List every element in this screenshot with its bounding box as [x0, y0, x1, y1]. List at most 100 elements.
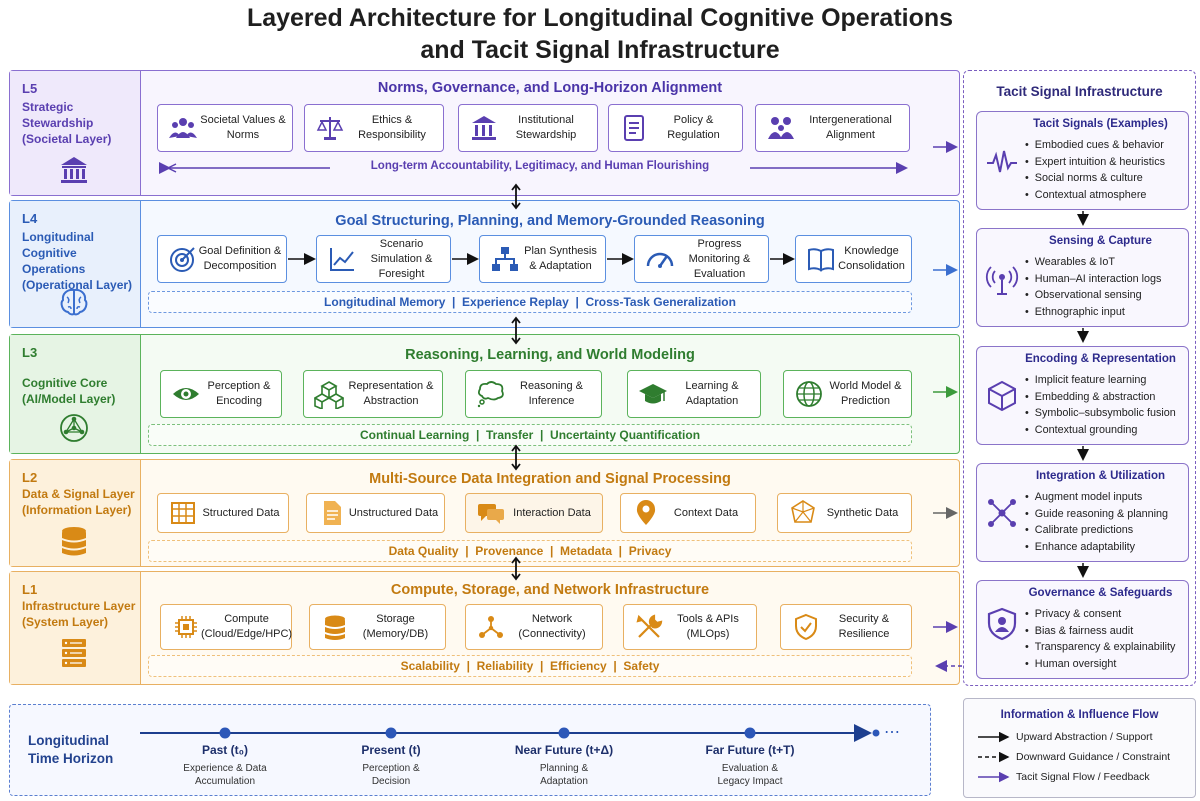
- tools-icon: [636, 614, 663, 638]
- legend-item-upward: Upward Abstraction / Support: [1016, 731, 1153, 743]
- box-label: Knowledge Consolidation: [838, 245, 905, 272]
- family-icon: [768, 117, 794, 139]
- list-item: Contextual grounding: [1025, 422, 1176, 439]
- table-icon: [171, 502, 195, 524]
- title-line-2: and Tacit Signal Infrastructure: [420, 36, 780, 64]
- list-item: Embodied cues & behavior: [1025, 137, 1165, 154]
- list-item: Expert intuition & heuristics: [1025, 154, 1165, 171]
- layer-l5-heading: Norms, Governance, and Long-Horizon Alig…: [377, 80, 723, 96]
- list-item: Contextual atmosphere: [1025, 187, 1165, 204]
- list-item: Transparency & explainability: [1025, 639, 1176, 656]
- box-policy: Policy & Regulation: [608, 104, 743, 152]
- tacit-panel: [963, 70, 1196, 686]
- point-title: Present (t): [361, 743, 421, 757]
- box-label: Ethics & Responsibility: [358, 114, 426, 141]
- shield-user-icon: [987, 607, 1017, 641]
- layer-l5-number: L5: [22, 81, 38, 96]
- box-label: Progress Monitoring & Evaluation: [688, 237, 751, 280]
- box-ethics: Ethics & Responsibility: [304, 104, 444, 152]
- point-desc: Evaluation & Legacy Impact: [717, 763, 783, 787]
- layer-l1-side: L1 Infrastructure Layer (System Layer): [10, 572, 141, 684]
- point-title: Near Future (t+Δ): [514, 743, 614, 757]
- network-icon: [60, 414, 88, 442]
- layer-l3-name: Cognitive Core (AI/Model Layer): [22, 376, 116, 406]
- list-item: Wearables & IoT: [1025, 254, 1161, 271]
- waveform-icon: [987, 150, 1017, 173]
- box-label: Tools & APIs (MLOps): [677, 613, 739, 640]
- eye-icon: [173, 388, 199, 400]
- tacit-section-encoding: Encoding & Representation Implicit featu…: [976, 346, 1189, 445]
- section-title: Encoding & Representation: [1025, 353, 1176, 365]
- box-tools-apis: Tools & APIs (MLOps): [623, 604, 757, 650]
- layer-l2-side: L2 Data & Signal Layer (Information Laye…: [10, 460, 141, 566]
- list-item: Privacy & consent: [1025, 606, 1175, 623]
- file-icon: [324, 501, 341, 525]
- box-label: Security & Resilience: [838, 613, 890, 640]
- section-title: Sensing & Capture: [1049, 235, 1152, 247]
- tacit-section-signals: Tacit Signals (Examples) Embodied cues &…: [976, 111, 1189, 210]
- box-progress-monitoring: Progress Monitoring & Evaluation: [634, 235, 769, 283]
- section-list: Implicit feature learning Embedding & ab…: [1025, 372, 1176, 438]
- list-item: Observational sensing: [1025, 287, 1161, 304]
- timeline-point-near-future: Near Future (t+Δ) Planning & Adaptation: [494, 743, 634, 788]
- line-chart-icon: [330, 248, 354, 271]
- hub-icon: [988, 499, 1016, 527]
- box-representation: Representation & Abstraction: [303, 370, 443, 418]
- box-label: Intergenerational Alignment: [809, 114, 892, 141]
- layer-l1-number: L1: [22, 582, 38, 597]
- box-label: Network (Connectivity): [518, 613, 586, 640]
- box-network: Network (Connectivity): [465, 604, 603, 650]
- timeline-point-present: Present (t) Perception & Decision: [321, 743, 461, 788]
- point-desc: Experience & Data Accumulation: [183, 763, 267, 787]
- band-text: Continual Learning | Transfer | Uncertai…: [359, 428, 701, 442]
- layer-l1-band: Scalability | Reliability | Efficiency |…: [148, 655, 912, 677]
- globe-icon: [796, 381, 822, 407]
- building-icon: [472, 116, 496, 140]
- list-item: Calibrate predictions: [1025, 522, 1168, 539]
- graduation-cap-icon: [639, 384, 667, 404]
- chat-icon: [478, 504, 504, 524]
- box-security: Security & Resilience: [780, 604, 912, 650]
- layer-l5-name: Strategic Stewardship (Societal Layer): [22, 100, 112, 146]
- shield-check-icon: [795, 613, 817, 641]
- layer-l4-number: L4: [22, 211, 38, 226]
- box-label: Plan Synthesis & Adaptation: [524, 245, 597, 272]
- box-world-model: World Model & Prediction: [783, 370, 912, 418]
- box-label: Learning & Adaptation: [685, 380, 739, 407]
- box-label: Interaction Data: [513, 506, 591, 519]
- box-plan-synthesis: Plan Synthesis & Adaptation: [479, 235, 606, 283]
- list-item: Bias & fairness audit: [1025, 623, 1175, 640]
- layer-l3-heading: Reasoning, Learning, and World Modeling: [405, 347, 695, 363]
- box-learning: Learning & Adaptation: [627, 370, 761, 418]
- timeline-point-past: Past (t₀) Experience & Data Accumulation: [155, 743, 295, 788]
- section-list: Wearables & IoT Human–AI interaction log…: [1025, 254, 1162, 321]
- layer-l2-number: L2: [22, 470, 38, 485]
- time-horizon-panel: Longitudinal Time Horizon ⋯ Past (t₀) Ex…: [9, 704, 931, 796]
- box-label: Scenario Simulation & Foresight: [370, 237, 433, 280]
- box-knowledge-consolidation: Knowledge Consolidation: [795, 235, 912, 283]
- list-item: Symbolic–subsymbolic fusion: [1025, 405, 1176, 422]
- list-item: Guide reasoning & planning: [1025, 506, 1168, 523]
- map-pin-icon: [636, 500, 656, 525]
- box-label: Storage (Memory/DB): [362, 613, 429, 640]
- timeline-axis: [140, 724, 880, 742]
- list-item: Ethnographic input: [1025, 304, 1161, 321]
- box-label: Goal Definition & Decomposition: [198, 245, 282, 272]
- box-institutional: Institutional Stewardship: [458, 104, 598, 152]
- box-label: Societal Values & Norms: [200, 114, 286, 141]
- list-item: Implicit feature learning: [1025, 372, 1176, 389]
- point-title: Past (t₀): [201, 743, 249, 757]
- box-label: Perception & Encoding: [207, 380, 271, 407]
- list-item: Social norms & culture: [1025, 170, 1165, 187]
- layer-l2-name: Data & Signal Layer (Information Layer): [22, 487, 135, 517]
- thought-bubble-icon: [477, 381, 504, 408]
- layer-l4-heading: Goal Structuring, Planning, and Memory-G…: [335, 213, 765, 229]
- storage-icon: [325, 615, 345, 640]
- list-item: Embedding & abstraction: [1025, 389, 1176, 406]
- list-item: Human oversight: [1025, 656, 1175, 673]
- point-desc: Perception & Decision: [362, 763, 420, 787]
- legend-line-samples: [978, 731, 1010, 783]
- box-label: World Model & Prediction: [829, 380, 902, 407]
- title-line-1: Layered Architecture for Longitudinal Co…: [246, 4, 954, 32]
- box-storage: Storage (Memory/DB): [309, 604, 446, 650]
